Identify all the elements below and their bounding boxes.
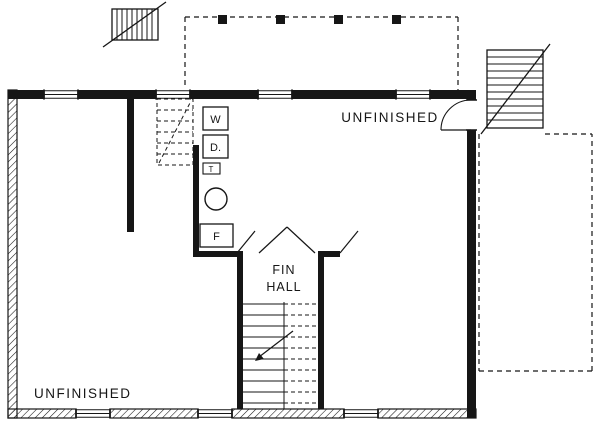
dryer-label: D. bbox=[210, 142, 221, 154]
center-stairs bbox=[243, 302, 318, 409]
deck-post bbox=[276, 15, 285, 24]
windows-top bbox=[43, 89, 431, 100]
exterior-stairs-right bbox=[480, 43, 551, 135]
windows-bottom bbox=[75, 408, 379, 419]
tub-label: T bbox=[209, 165, 214, 174]
door-swing-arc bbox=[440, 99, 472, 131]
entry-door bbox=[440, 99, 477, 131]
stairwell-wall-right bbox=[318, 251, 324, 409]
hall-wall-left bbox=[193, 251, 237, 257]
label-hall: HALL bbox=[266, 280, 301, 294]
water-heater-circle bbox=[204, 187, 228, 211]
dryer-box bbox=[202, 134, 229, 159]
label-unfinished-top: UNFINISHED bbox=[341, 110, 439, 125]
exterior-stairs-top-left bbox=[102, 1, 167, 48]
window bbox=[155, 89, 191, 100]
laundry-tub-box bbox=[202, 162, 221, 175]
double-door-leaf-left bbox=[258, 226, 288, 254]
window bbox=[43, 89, 79, 100]
hall-doors bbox=[236, 226, 359, 254]
deck-post bbox=[392, 15, 401, 24]
laundry-fixtures bbox=[199, 106, 234, 248]
deck-outline-top bbox=[184, 16, 459, 99]
label-unfinished-bottom: UNFINISHED bbox=[34, 386, 132, 401]
stair-break-line bbox=[102, 1, 167, 48]
hall-wall-right bbox=[318, 251, 340, 257]
window bbox=[197, 408, 233, 419]
window bbox=[395, 89, 431, 100]
window bbox=[75, 408, 111, 419]
interior-wall-left bbox=[127, 99, 134, 232]
outer-wall-right bbox=[467, 90, 476, 418]
window bbox=[343, 408, 379, 419]
double-door-leaf-right bbox=[286, 226, 316, 254]
window bbox=[257, 89, 293, 100]
outer-wall-left bbox=[7, 89, 18, 419]
deck-outline-right bbox=[478, 133, 593, 372]
outer-wall-top bbox=[8, 90, 476, 99]
furnace-box bbox=[199, 223, 234, 248]
washer-box bbox=[202, 106, 229, 131]
stair-direction-arrow bbox=[255, 330, 294, 361]
deck-post bbox=[218, 15, 227, 24]
label-fin: FIN bbox=[272, 263, 295, 277]
laundry-wall bbox=[193, 145, 199, 257]
door-leaf bbox=[236, 230, 256, 254]
door-leaf bbox=[339, 230, 359, 254]
upper-stairs-dashed bbox=[156, 98, 194, 166]
stair-break-line bbox=[480, 43, 551, 135]
stairwell-wall-left bbox=[237, 251, 243, 409]
interior-walls bbox=[127, 99, 340, 409]
deck-posts bbox=[218, 15, 401, 24]
furnace-label: F bbox=[213, 231, 220, 243]
deck-post bbox=[334, 15, 343, 24]
washer-label: W bbox=[210, 114, 221, 126]
